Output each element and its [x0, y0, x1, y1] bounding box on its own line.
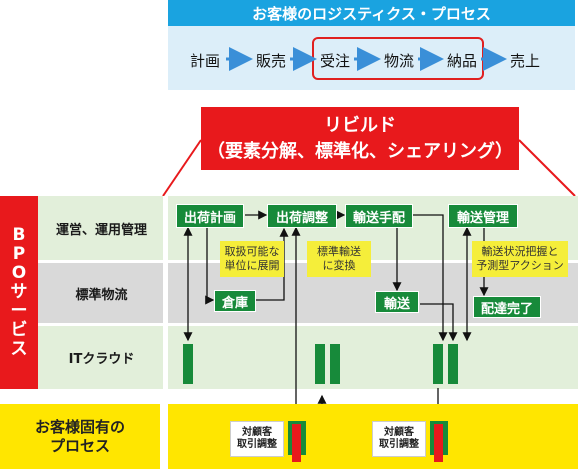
shipping-adjust-box: 出荷調整	[267, 204, 337, 228]
bpo-service-label: B P O サ ー ビ ス	[0, 196, 38, 389]
rebuild-left-line	[162, 139, 202, 197]
step-delivery: 納品	[447, 53, 478, 70]
customer-process-label: お客様固有のプロセス	[0, 404, 160, 469]
step-order: 受注	[320, 53, 351, 70]
note-std-convert: 標準輸送に変換	[307, 241, 371, 277]
customer-trade-box-2: 対顧客取引調整	[372, 421, 426, 457]
note-unit-expand: 取扱可能な単位に展開	[220, 241, 284, 277]
rebuild-box: リビルド （要素分解、標準化、シェアリング）	[201, 107, 519, 170]
rebuild-subtitle: （要素分解、標準化、シェアリング）	[207, 141, 513, 162]
cloud-bar-2	[315, 344, 325, 384]
transport-arrange-box: 輸送手配	[345, 204, 413, 228]
step-plan: 計画	[190, 53, 221, 70]
step-revenue: 売上	[510, 53, 541, 70]
rebuild-title: リビルド	[324, 115, 396, 136]
lane-cloud	[0, 326, 578, 389]
lane-divider	[163, 196, 168, 389]
rebuild-right-line	[518, 139, 576, 197]
logistics-process-title: お客様のロジスティクス・プロセス	[168, 0, 575, 26]
customer-connector-2-red	[434, 424, 443, 462]
cloud-bar-4	[433, 344, 443, 384]
lane-label-cloud: ITクラウド	[68, 352, 135, 367]
step-logistics: 物流	[384, 53, 415, 70]
transport-box: 輸送	[375, 291, 419, 313]
lane-label-operations: 運営、運用管理	[55, 222, 147, 238]
warehouse-box: 倉庫	[214, 290, 256, 312]
note-status-predict: 輸送状況把握と予測型アクション	[472, 241, 568, 277]
transport-manage-box: 輸送管理	[448, 204, 518, 228]
delivery-done-box: 配達完了	[473, 296, 541, 318]
customer-connector-1-red	[292, 424, 301, 462]
lane-label-logistics: 標準物流	[75, 287, 128, 303]
step-sales: 販売	[256, 53, 287, 70]
customer-trade-box-1: 対顧客取引調整	[230, 421, 284, 457]
cloud-bar-1	[183, 344, 193, 384]
shipping-plan-box: 出荷計画	[176, 204, 244, 228]
cloud-bar-3	[330, 344, 340, 384]
cloud-bar-5	[448, 344, 458, 384]
